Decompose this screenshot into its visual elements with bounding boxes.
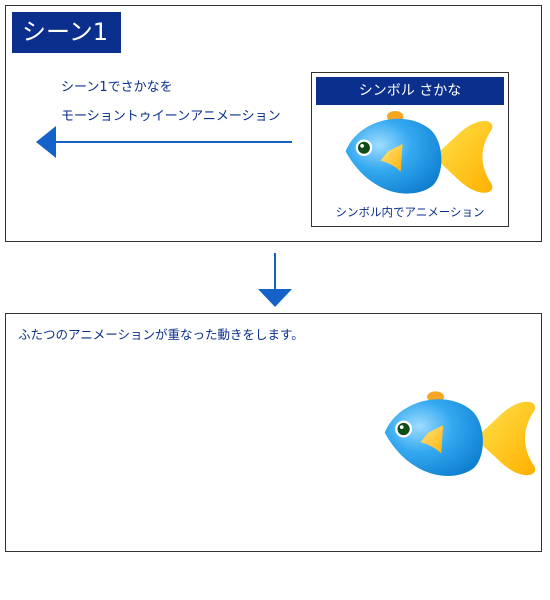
arrow-left-icon [36,126,292,158]
scene-title: シーン1 [12,12,121,53]
symbol-box: シンボル さかな シンボル内でアニメーション [311,72,509,227]
motion-description-line-1: シーン1でさかなを [61,80,173,95]
symbol-header: シンボル さかな [316,77,504,105]
result-caption: ふたつのアニメーションが重なった動きをします。 [18,327,304,342]
scene-panel: シーン1 シーン1でさかなを モーショントゥイーンアニメーション シンボル さか… [5,5,542,242]
result-panel: ふたつのアニメーションが重なった動きをします。 [5,313,542,552]
fish-icon [345,111,493,194]
symbol-caption: シンボル内でアニメーション [335,205,485,219]
arrow-down-icon [258,253,292,307]
fish-icon [384,391,536,477]
motion-description-line-2: モーショントゥイーンアニメーション [61,109,281,124]
